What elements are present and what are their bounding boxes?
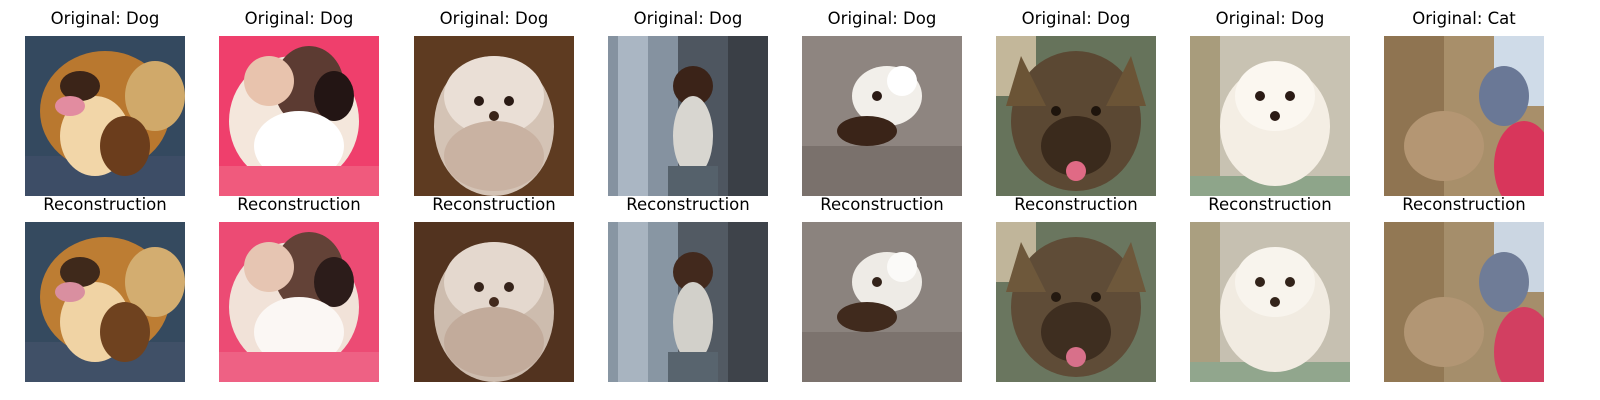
reconstruction-cell-1: Reconstruction <box>25 192 185 382</box>
original-title: Original: Dog <box>827 9 937 28</box>
original-cell-5: Original: Dog <box>802 6 962 196</box>
original-image-dog-3 <box>414 36 574 196</box>
original-cell-1: Original: Dog <box>25 6 185 196</box>
reconstruction-image-cat-8 <box>1384 222 1544 382</box>
reconstruction-image-dog-1 <box>25 222 185 382</box>
original-image-dog-6 <box>996 36 1156 196</box>
reconstruction-image-dog-6 <box>996 222 1156 382</box>
original-cell-2: Original: Dog <box>219 6 379 196</box>
reconstruction-cell-8: Reconstruction <box>1384 192 1544 382</box>
original-image-dog-4 <box>608 36 768 196</box>
reconstruction-cell-3: Reconstruction <box>414 192 574 382</box>
reconstruction-image-dog-3 <box>414 222 574 382</box>
original-title: Original: Cat <box>1412 9 1516 28</box>
reconstruction-title: Reconstruction <box>43 195 167 214</box>
reconstruction-cell-2: Reconstruction <box>219 192 379 382</box>
reconstruction-image-dog-5 <box>802 222 962 382</box>
reconstruction-cell-4: Reconstruction <box>608 192 768 382</box>
original-cell-7: Original: Dog <box>1190 6 1350 196</box>
reconstruction-title: Reconstruction <box>626 195 750 214</box>
original-image-dog-2 <box>219 36 379 196</box>
reconstruction-image-dog-4 <box>608 222 768 382</box>
original-cell-3: Original: Dog <box>414 6 574 196</box>
original-title: Original: Dog <box>244 9 354 28</box>
original-title: Original: Dog <box>633 9 743 28</box>
reconstruction-title: Reconstruction <box>237 195 361 214</box>
original-cell-8: Original: Cat <box>1384 6 1544 196</box>
original-image-cat-8 <box>1384 36 1544 196</box>
original-image-dog-5 <box>802 36 962 196</box>
original-title: Original: Dog <box>439 9 549 28</box>
original-cell-4: Original: Dog <box>608 6 768 196</box>
original-title: Original: Dog <box>1021 9 1131 28</box>
original-title: Original: Dog <box>1215 9 1325 28</box>
original-cell-6: Original: Dog <box>996 6 1156 196</box>
original-image-dog-1 <box>25 36 185 196</box>
original-title: Original: Dog <box>50 9 160 28</box>
reconstruction-title: Reconstruction <box>432 195 556 214</box>
reconstruction-image-dog-7 <box>1190 222 1350 382</box>
reconstruction-cell-5: Reconstruction <box>802 192 962 382</box>
original-image-dog-7 <box>1190 36 1350 196</box>
reconstruction-title: Reconstruction <box>1208 195 1332 214</box>
reconstruction-title: Reconstruction <box>820 195 944 214</box>
reconstruction-title: Reconstruction <box>1014 195 1138 214</box>
reconstruction-cell-7: Reconstruction <box>1190 192 1350 382</box>
reconstruction-title: Reconstruction <box>1402 195 1526 214</box>
reconstruction-cell-6: Reconstruction <box>996 192 1156 382</box>
reconstruction-image-dog-2 <box>219 222 379 382</box>
